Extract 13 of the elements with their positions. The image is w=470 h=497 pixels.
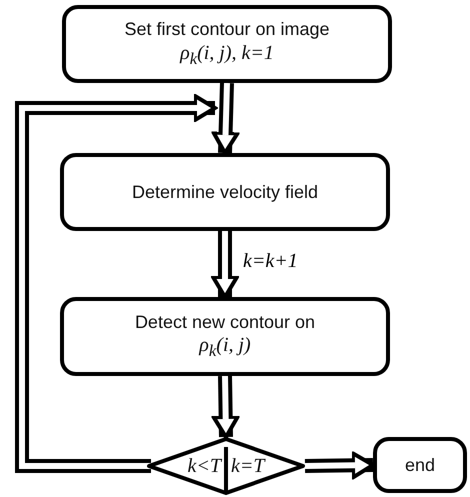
decision-diamond xyxy=(147,437,305,495)
step-text: Set first contour on image xyxy=(124,18,330,41)
process-box xyxy=(62,5,392,83)
formula: ρ$_{k}$(i, j), k=1 xyxy=(180,40,274,70)
process-box xyxy=(60,297,390,376)
process-box xyxy=(60,153,390,231)
formula: ρ$_{k}$(i, j) xyxy=(199,333,251,362)
step-text: Determine velocity field xyxy=(132,180,318,204)
step-text: end xyxy=(404,454,436,476)
condition-label: k=T xyxy=(231,454,264,478)
condition-label: k<T xyxy=(188,454,221,478)
terminal-box xyxy=(373,437,467,493)
step-text: Detect new contour on xyxy=(134,310,316,334)
